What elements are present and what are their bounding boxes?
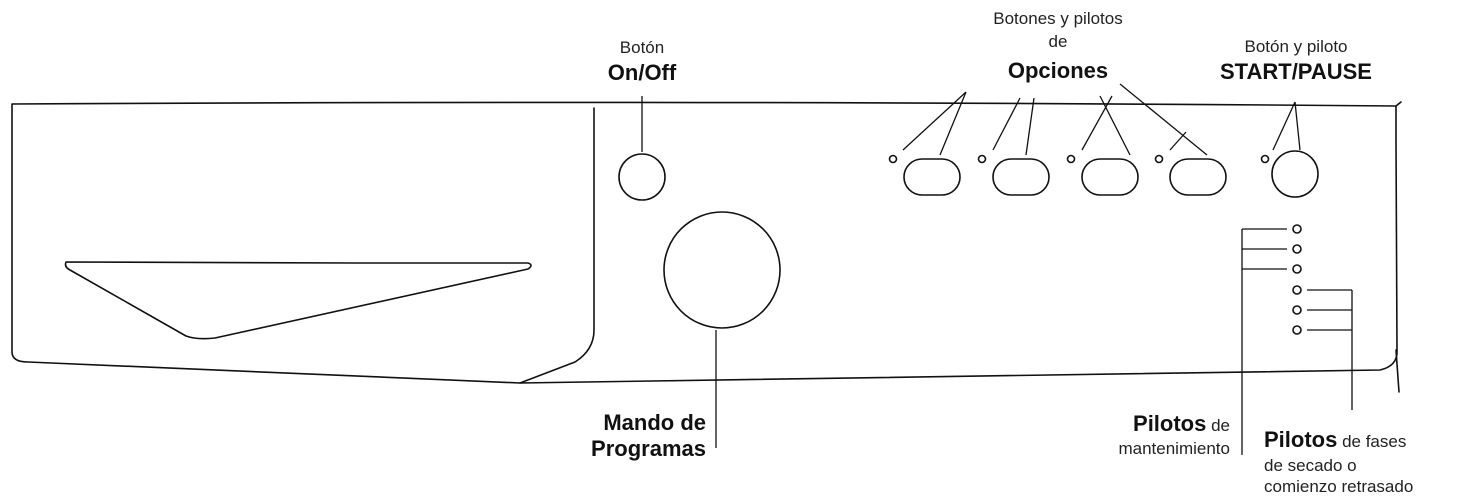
onoff-button[interactable] bbox=[618, 153, 666, 201]
option-button-3[interactable] bbox=[1081, 158, 1139, 196]
program-dial[interactable] bbox=[663, 211, 781, 329]
option-button-1[interactable] bbox=[903, 158, 961, 196]
onoff-label-line2: On/Off bbox=[607, 60, 677, 85]
options-label-line3: Opciones bbox=[1007, 58, 1109, 83]
startpause-leader bbox=[1272, 101, 1301, 151]
start-pause-button[interactable] bbox=[1271, 150, 1319, 198]
drying-lamp-1 bbox=[1292, 285, 1302, 295]
drawer-handle bbox=[64, 261, 532, 340]
maintenance-lamp-2 bbox=[1292, 244, 1302, 254]
option-lamp-1 bbox=[888, 154, 898, 164]
options-leader bbox=[902, 83, 1208, 156]
option-lamp-4 bbox=[1154, 154, 1164, 164]
drying-label-bold: Pilotos bbox=[1264, 427, 1338, 452]
option-button-2[interactable] bbox=[992, 158, 1050, 196]
start-pause-lamp bbox=[1260, 154, 1270, 164]
drying-label-rest: de fases bbox=[1337, 432, 1407, 451]
panel-outline bbox=[11, 101, 1398, 384]
panel-side-edge bbox=[1395, 101, 1402, 393]
maintenance-label-line1: Pilotos de bbox=[1040, 411, 1230, 436]
drying-label-line1: Pilotos de fases bbox=[1264, 427, 1464, 452]
drying-label-line2: de secado o bbox=[1264, 456, 1357, 475]
drying-lamp-2 bbox=[1292, 305, 1302, 315]
maintenance-label-rest: de bbox=[1206, 416, 1230, 435]
programs-label-line2: Programas bbox=[591, 436, 706, 461]
option-lamp-3 bbox=[1066, 154, 1076, 164]
drying-label-line3: comienzo retrasado bbox=[1264, 477, 1414, 496]
onoff-label-line1: Botón bbox=[619, 38, 665, 57]
drying-bracket bbox=[1307, 289, 1353, 410]
drawer-edge bbox=[519, 107, 595, 384]
option-button-4[interactable] bbox=[1169, 158, 1227, 196]
maintenance-label-line2: mantenimiento bbox=[1118, 439, 1230, 458]
option-lamp-2 bbox=[977, 154, 987, 164]
programs-label-line1: Mando de bbox=[603, 410, 706, 435]
maintenance-lamp-1 bbox=[1292, 224, 1302, 234]
options-label-line2: de bbox=[1048, 32, 1068, 51]
startpause-label-line2: START/PAUSE bbox=[1220, 59, 1372, 84]
startpause-label-line1: Botón y piloto bbox=[1244, 37, 1348, 56]
maintenance-label-bold: Pilotos bbox=[1133, 411, 1207, 436]
drying-lamp-3 bbox=[1292, 325, 1302, 335]
maintenance-bracket bbox=[1241, 228, 1287, 455]
maintenance-lamp-3 bbox=[1292, 264, 1302, 274]
options-label-line1: Botones y pilotos bbox=[993, 9, 1123, 28]
